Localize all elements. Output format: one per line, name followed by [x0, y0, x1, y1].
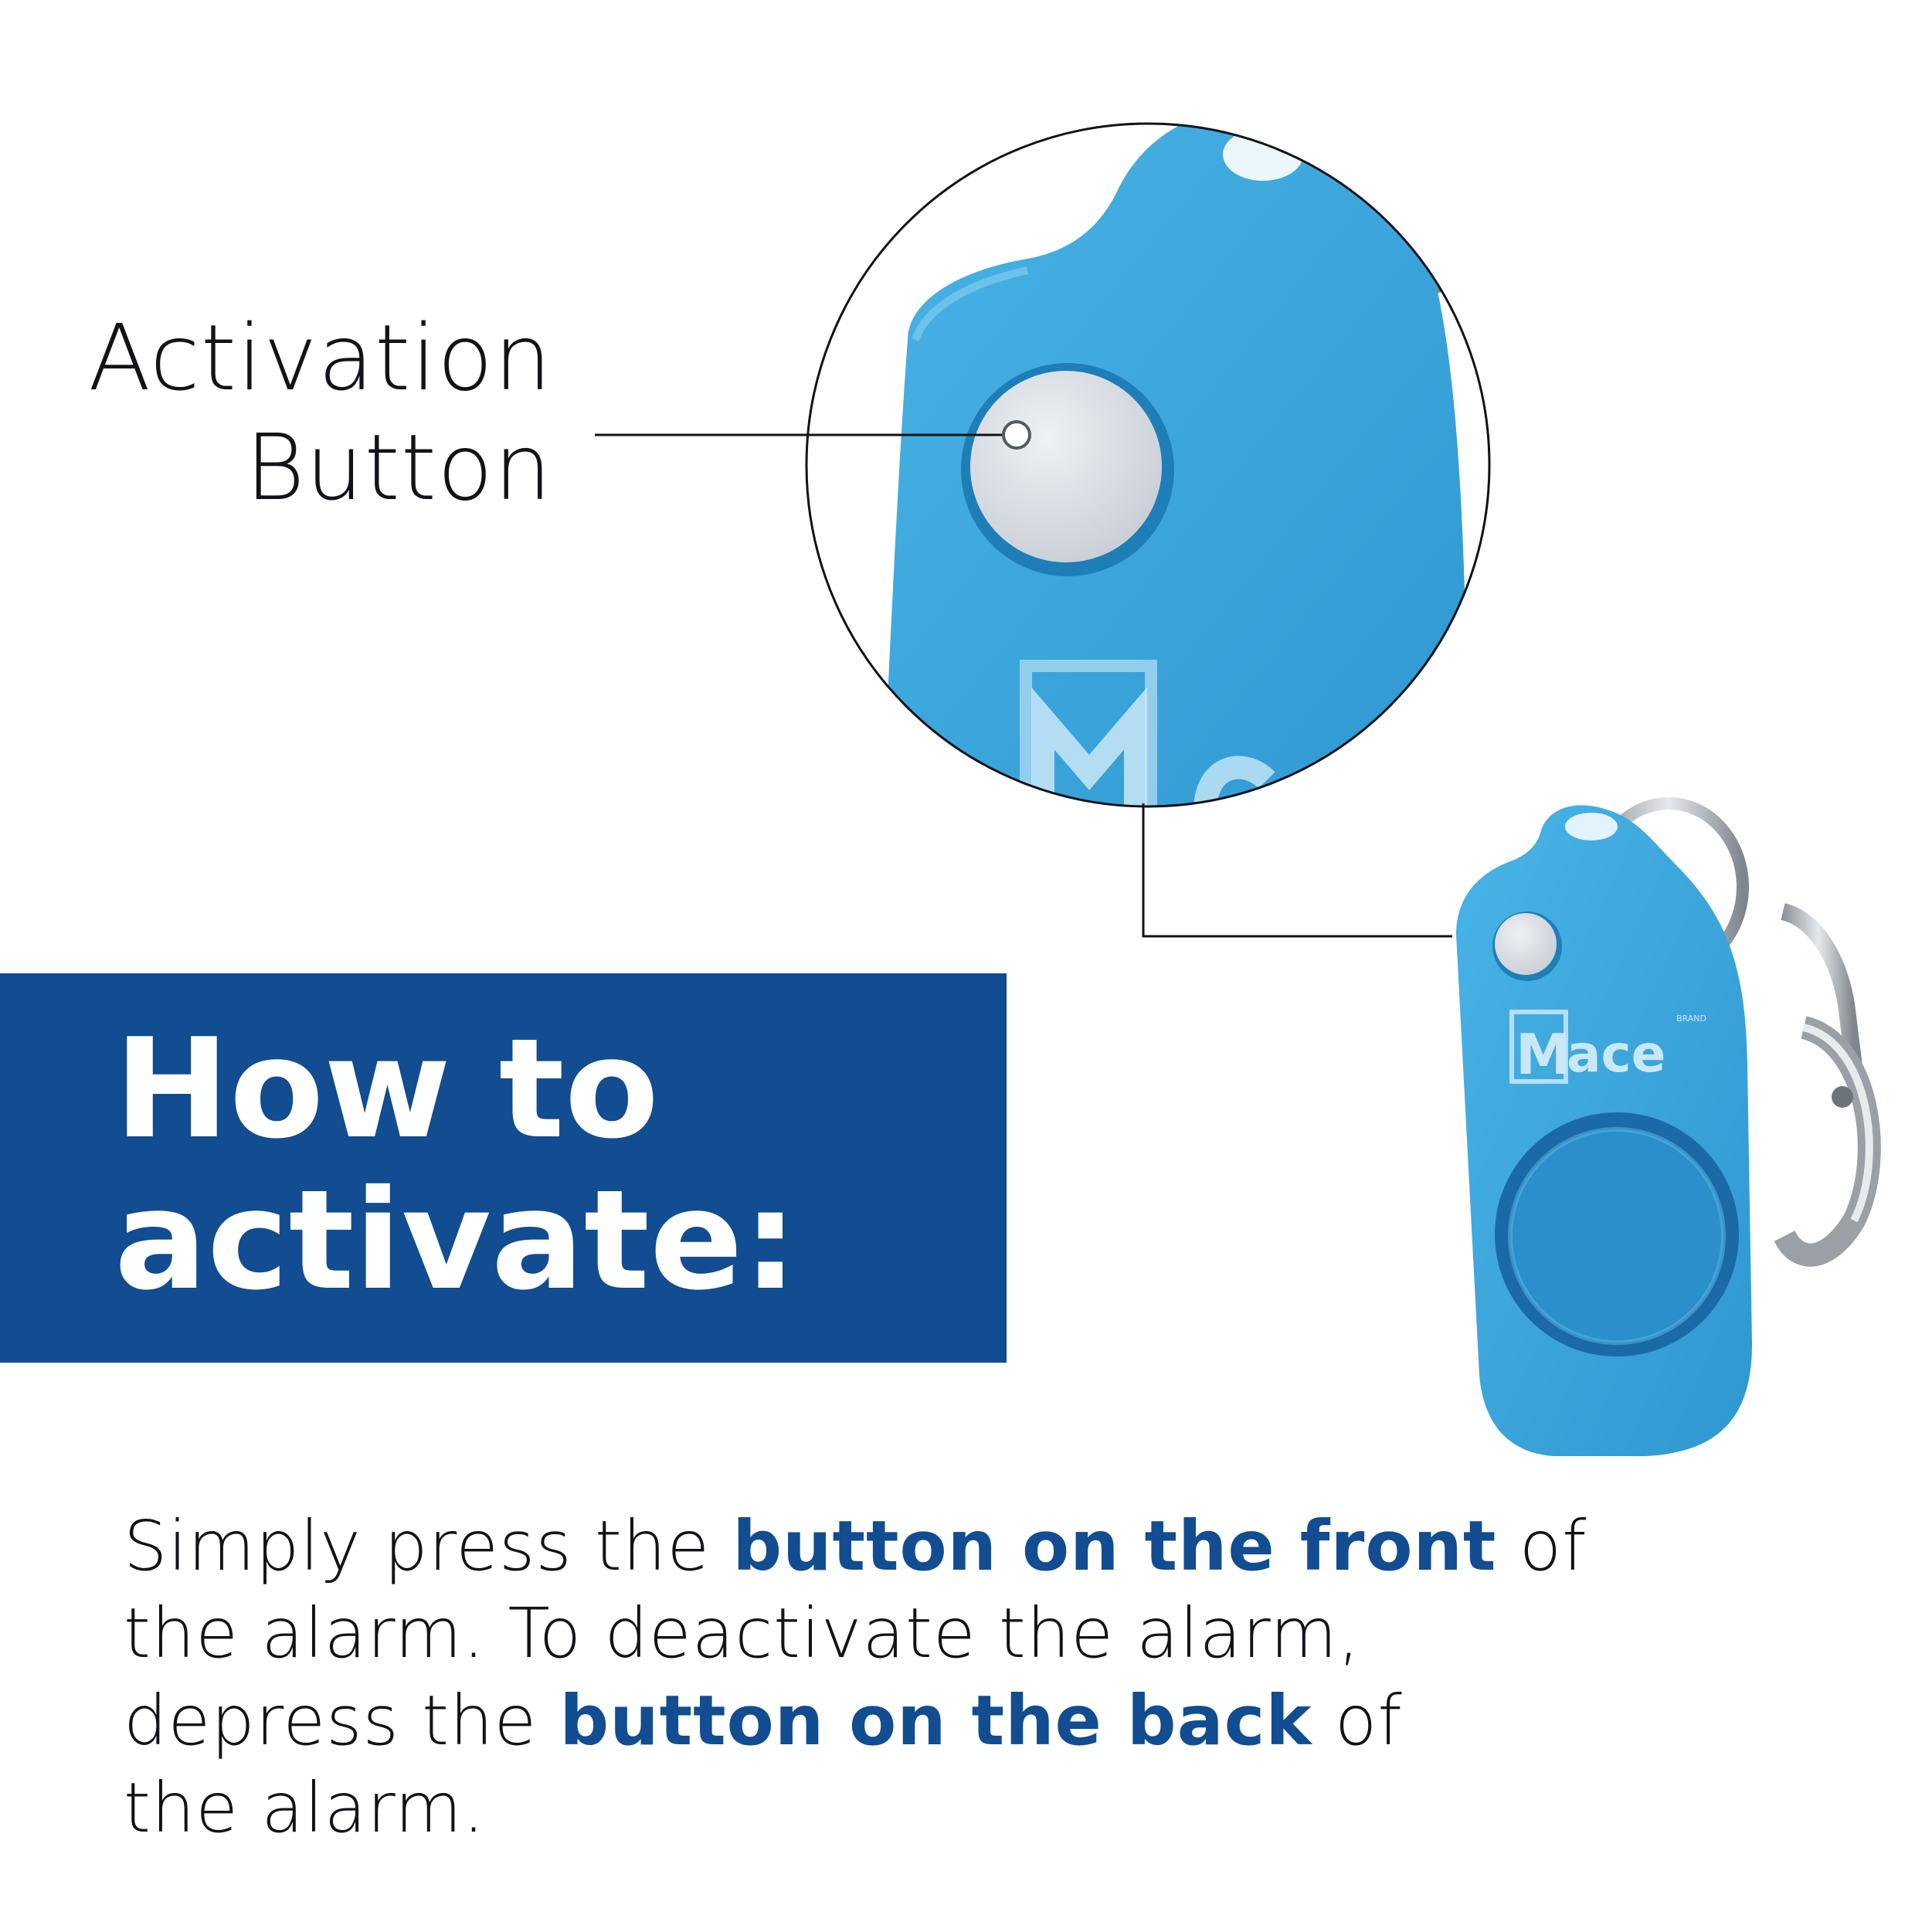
instructions-line1: Simply press the button on the front of: [124, 1502, 1784, 1590]
callout-leader: [595, 420, 1031, 450]
zoom-logo-mark: [1020, 660, 1157, 806]
mace-logo: M ace BRAND: [1509, 1010, 1706, 1087]
zoom-activation-button: [970, 371, 1162, 562]
instructions-text-segment: Simply press the: [124, 1506, 733, 1586]
zoom-circle-outline: [805, 122, 1491, 808]
connector-line: [1142, 803, 1452, 938]
callout-label-line1: Activation: [88, 304, 552, 411]
instructions-text-segment: of: [1496, 1506, 1587, 1586]
alarm-activation-button: [1495, 913, 1557, 975]
alarm-large-button: [1510, 1129, 1723, 1343]
callout-label: Activation Button: [31, 303, 552, 522]
instructions-line2: the alarm. To deactivate the alarm,: [124, 1593, 1361, 1673]
instructions-line3: depress the button on the back of: [124, 1677, 1784, 1764]
alarm-product: M ace BRAND: [1456, 797, 1881, 1456]
logo-text: ace: [1567, 1024, 1665, 1084]
page-title: How to activate:: [114, 1014, 798, 1316]
instructions-text: Simply press the button on the front of …: [124, 1502, 1784, 1852]
zoom-detail: [805, 122, 1491, 808]
emphasis-front-button: button on the front: [732, 1506, 1497, 1586]
lobster-clasp: [1774, 903, 1881, 1267]
instructions-line4: the alarm.: [124, 1767, 486, 1848]
title-line1: How to: [114, 1009, 660, 1169]
heading-banner: How to activate:: [0, 973, 1007, 1363]
logo-letter: M: [1516, 1022, 1571, 1087]
instructions-text-segment: of: [1312, 1680, 1403, 1761]
emphasis-back-button: button on the back: [559, 1680, 1312, 1761]
title-line2: activate:: [114, 1160, 798, 1320]
zoom-alarm-body: [881, 124, 1468, 806]
logo-brand-small: BRAND: [1676, 1014, 1706, 1024]
callout-label-line2: Button: [245, 414, 552, 521]
instructions-text-segment: depress the: [124, 1680, 560, 1761]
